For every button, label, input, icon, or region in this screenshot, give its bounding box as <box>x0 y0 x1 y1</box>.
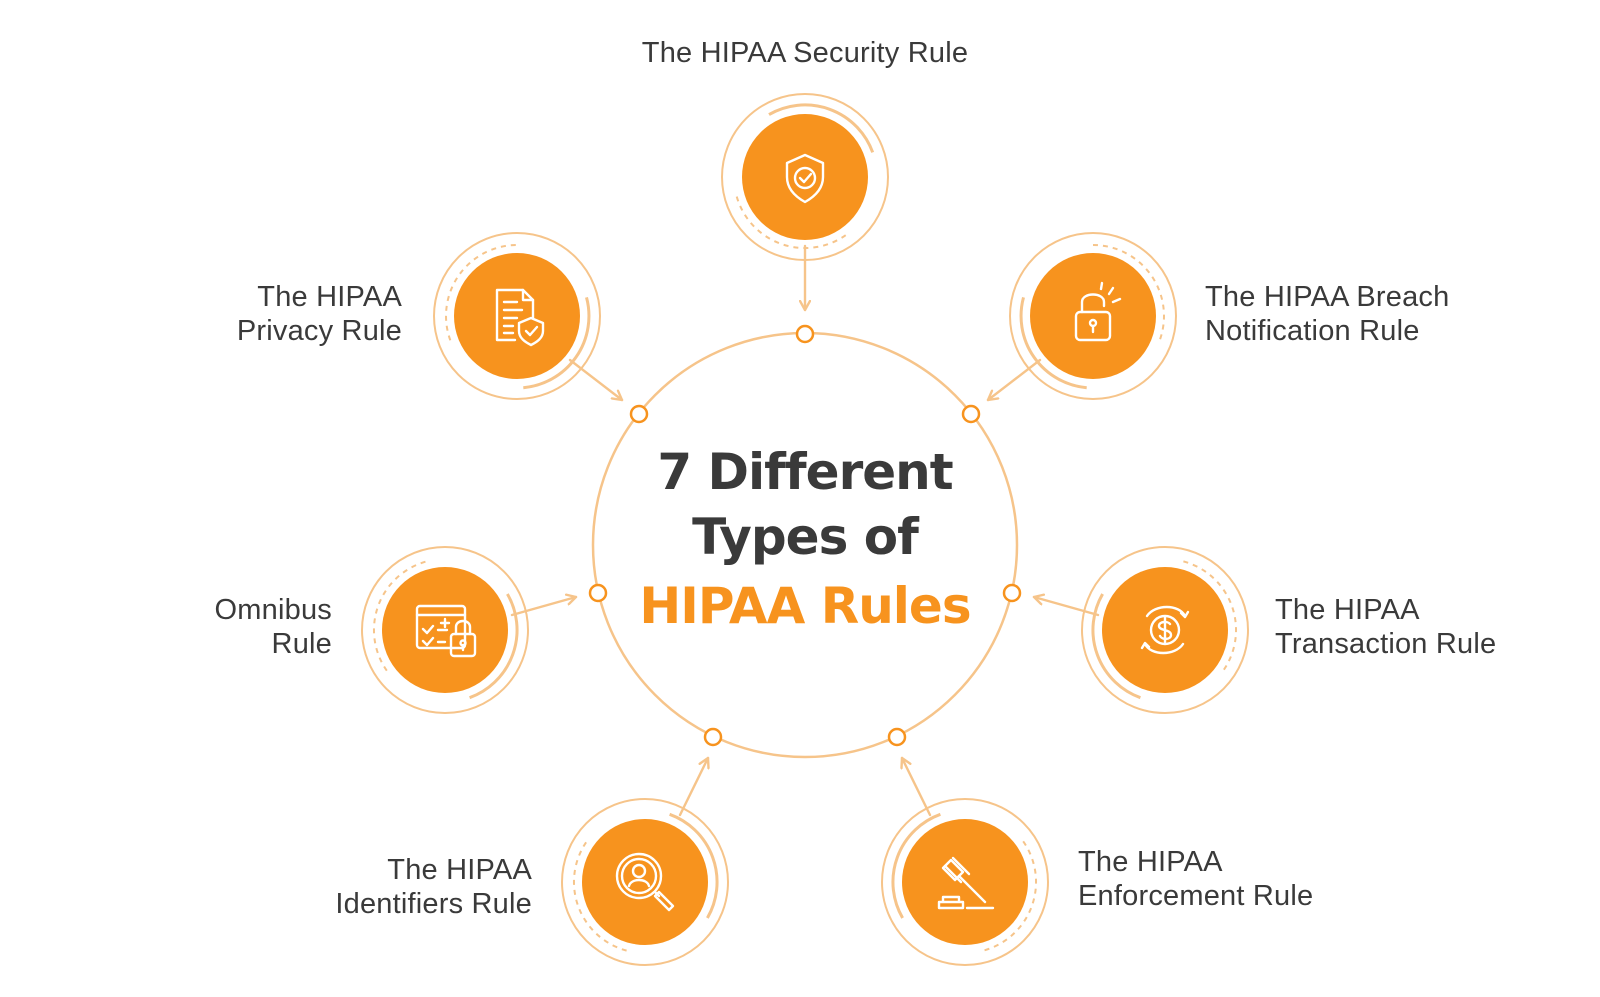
ring-dot-omnibus <box>588 583 608 603</box>
rule-node-outer-ring <box>361 546 529 714</box>
rule-node-disc <box>742 114 868 240</box>
rule-node-omnibus <box>361 546 529 714</box>
ring-dot-transaction <box>1002 583 1022 603</box>
label-security-line-1: The HIPAA Security Rule <box>641 37 969 69</box>
shield-check-icon <box>785 153 825 204</box>
rule-node-security <box>721 93 889 261</box>
rule-node-solid-arc <box>1091 593 1141 700</box>
ring-dot-security <box>795 324 815 344</box>
rule-node-disc <box>454 253 580 379</box>
document-shield-icon <box>495 288 545 347</box>
label-omnibus-line-1: Omnibus <box>214 594 332 626</box>
rule-node-outer-ring <box>721 93 889 261</box>
gavel-icon <box>937 856 995 910</box>
label-identifiers: The HIPAA Identifiers Rule <box>300 853 532 921</box>
title-line-1: 7 Different <box>657 443 953 501</box>
rule-node-disc <box>1030 253 1156 379</box>
ring-dot-privacy <box>629 404 649 424</box>
rule-node-outer-ring <box>561 798 729 966</box>
rule-node-solid-arc <box>669 812 719 919</box>
rule-node-solid-arc <box>1019 297 1087 390</box>
arrow-enforcement <box>902 756 932 817</box>
rule-node-outer-ring <box>1009 232 1177 400</box>
rule-node-enforcement <box>881 798 1049 966</box>
diagram-title: 7 Different Types of HIPAA Rules <box>585 440 1025 642</box>
rule-node-solid-arc <box>523 297 591 390</box>
ring-dots <box>588 324 1022 747</box>
arrow-identifiers <box>678 756 708 817</box>
ring-dot-identifiers <box>703 727 723 747</box>
rule-node-outer-ring <box>433 232 601 400</box>
title-line-3: HIPAA Rules <box>639 577 971 635</box>
label-identifiers-line-2: Identifiers Rule <box>335 888 532 920</box>
label-privacy-line-1: The HIPAA <box>257 281 402 313</box>
browser-lock-icon <box>415 604 477 658</box>
label-identifiers-line-1: The HIPAA <box>387 854 532 886</box>
label-privacy: The HIPAA Privacy Rule <box>200 280 402 348</box>
label-transaction-line-1: The HIPAA <box>1275 594 1420 626</box>
rule-node-solid-arc <box>891 812 941 919</box>
magnifier-user-icon <box>615 852 675 912</box>
dollar-cycle-icon <box>1140 605 1190 655</box>
label-omnibus: Omnibus Rule <box>180 593 332 661</box>
rule-node-identifiers <box>561 798 729 966</box>
arrow-transaction <box>1032 597 1100 617</box>
label-omnibus-line-2: Rule <box>271 628 332 660</box>
ring-dot-breach <box>961 404 981 424</box>
title-line-2: Types of <box>692 508 919 566</box>
rule-node-outer-ring <box>881 798 1049 966</box>
rule-node-breach <box>1009 232 1177 400</box>
rule-node-solid-arc <box>469 593 519 700</box>
label-breach-line-1: The HIPAA Breach <box>1205 281 1450 313</box>
arrow-omnibus <box>510 597 578 617</box>
label-transaction: The HIPAA Transaction Rule <box>1275 593 1496 661</box>
label-breach-line-2: Notification Rule <box>1205 315 1420 347</box>
label-transaction-line-2: Transaction Rule <box>1275 628 1497 660</box>
rule-node-privacy <box>433 232 601 400</box>
rule-node-solid-arc <box>768 103 875 153</box>
label-enforcement: The HIPAA Enforcement Rule <box>1078 845 1313 913</box>
rule-node-transaction <box>1081 546 1249 714</box>
ring-dot-enforcement <box>887 727 907 747</box>
rule-nodes <box>361 93 1249 966</box>
arrow-breach <box>986 358 1042 402</box>
label-security: The HIPAA Security Rule <box>600 36 1010 70</box>
connector-arrows <box>510 244 1100 817</box>
label-enforcement-line-2: Enforcement Rule <box>1078 880 1314 912</box>
rule-node-outer-ring <box>1081 546 1249 714</box>
arrow-privacy <box>568 358 624 402</box>
padlock-alert-icon <box>1074 281 1122 342</box>
label-enforcement-line-1: The HIPAA <box>1078 846 1223 878</box>
label-privacy-line-2: Privacy Rule <box>236 315 402 347</box>
label-breach: The HIPAA Breach Notification Rule <box>1205 280 1449 348</box>
